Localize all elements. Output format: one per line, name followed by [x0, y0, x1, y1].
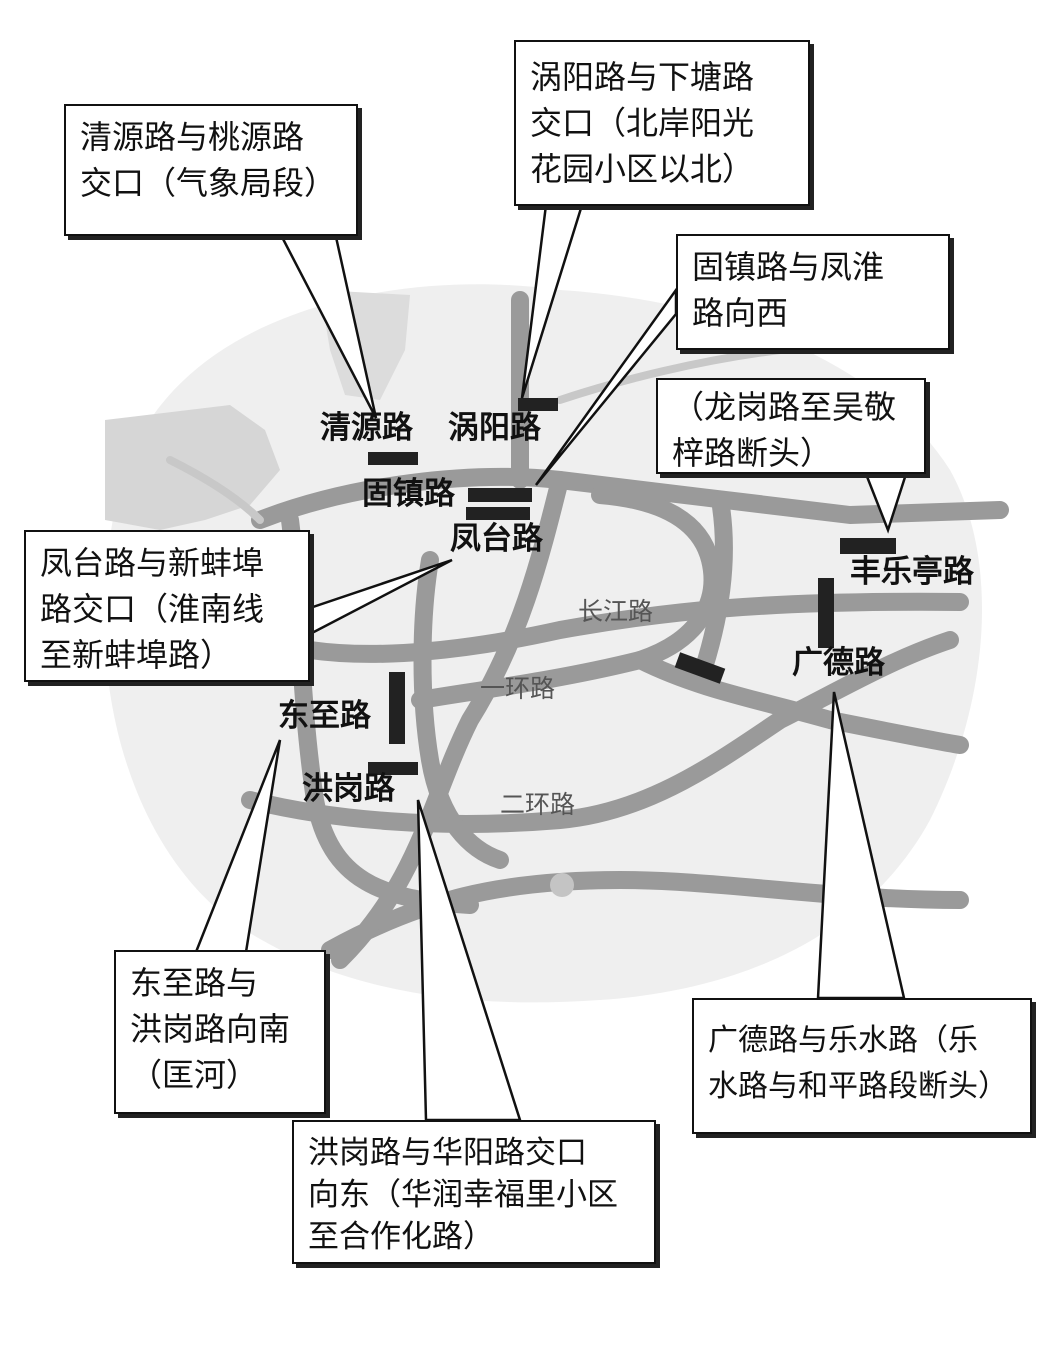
- callout-dongzhi: 东至路与 洪岗路向南 （匡河）: [114, 950, 326, 1114]
- pointer-longgang: [864, 472, 908, 534]
- callout-longgang: （龙岗路至吴敬 梓路断头）: [656, 378, 926, 474]
- roundabout: [550, 873, 574, 897]
- ring2-road: [241, 631, 959, 833]
- closure-bar-ring: [674, 652, 726, 684]
- pointer-qingyuan: [279, 235, 378, 419]
- road-label-dongzhi: 东至路: [278, 698, 371, 734]
- callout-qingyuan: 清源路与桃源路 交口（气象局段）: [64, 104, 358, 236]
- road-label-guzhen: 固镇路: [362, 476, 455, 512]
- closure-bar-guzhen: [468, 488, 532, 502]
- road-label-ring2: 二环路: [500, 790, 576, 819]
- closure-bar-guangde: [818, 578, 834, 648]
- road-label-honggang: 洪岗路: [302, 771, 395, 807]
- road-label-fengtai: 凤台路: [450, 521, 543, 557]
- closure-bar-fengle: [840, 538, 896, 554]
- road-label-changjiang: 长江路: [578, 597, 654, 626]
- callout-guzhen: 固镇路与凤淮 路向西: [676, 234, 950, 350]
- changjiang-road: [301, 592, 969, 663]
- callout-fengtai: 凤台路与新蚌埠 路交口（淮南线 至新蚌埠路）: [24, 530, 310, 682]
- closure-bar-fengtai: [466, 507, 530, 520]
- road-label-guangde: 广德路: [792, 645, 885, 681]
- ring1-road: [411, 486, 722, 709]
- closure-bar-woyang: [518, 398, 558, 411]
- closure-bar-qingyuan: [368, 452, 418, 465]
- closure-bar-honggang: [368, 762, 418, 775]
- road-label-ring1: 一环路: [480, 674, 556, 703]
- callout-guangde: 广德路与乐水路（乐 水路与和平路段断头）: [692, 998, 1032, 1134]
- callout-honggang: 洪岗路与华阳路交口 向东（华润幸福里小区 至合作化路）: [292, 1120, 656, 1264]
- north-south-arterial: [331, 471, 569, 969]
- western-ring-arc: [413, 551, 509, 869]
- closure-bar-dongzhi: [389, 672, 405, 744]
- road-label-woyang: 涡阳路: [448, 410, 541, 446]
- callout-woyang: 涡阳路与下塘路 交口（北岸阳光 花园小区以北）: [514, 40, 810, 206]
- east-arterial: [631, 651, 969, 754]
- road-label-fenglezhen: 丰乐亭路: [850, 554, 974, 590]
- road-label-qingyuan: 清源路: [320, 410, 413, 446]
- west-minor-road: [166, 456, 264, 524]
- east-connector: [691, 491, 733, 689]
- pointer-fengtai: [308, 558, 453, 637]
- northeast-road: [556, 346, 784, 404]
